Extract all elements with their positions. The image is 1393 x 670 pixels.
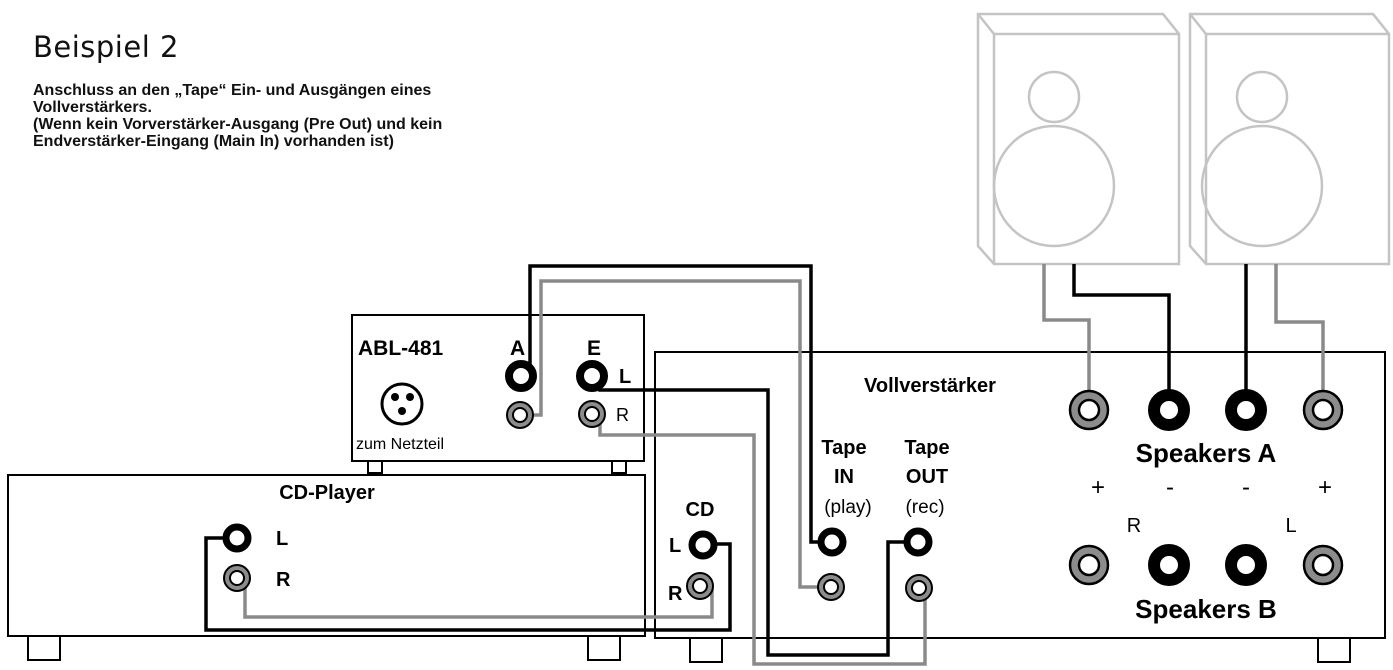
cable-abl-in-right <box>592 412 927 666</box>
speakers-b-terminals <box>1068 544 1344 586</box>
cd-player-right-jack <box>223 564 251 592</box>
tape-in-label-2: IN <box>834 466 854 488</box>
amplifier-name: Vollverstärker <box>864 375 996 397</box>
description-line-2: Vollverstärkers. <box>33 99 152 116</box>
amplifier-box <box>654 351 1386 639</box>
polarity-minus-left: - <box>1242 474 1250 501</box>
abl-in-right-jack <box>578 400 606 428</box>
abl-481-box <box>351 314 645 462</box>
speaker-left-channel <box>1188 12 1391 266</box>
cd-player-left-label: L <box>276 528 288 550</box>
abl-in-label: E <box>587 337 601 360</box>
polarity-minus-right: - <box>1166 474 1174 501</box>
power-label: zum Netzteil <box>356 436 444 453</box>
tape-in-label-3: (play) <box>824 497 872 518</box>
abl-right-label: R <box>616 405 629 425</box>
cable-cd-right <box>237 576 714 619</box>
cd-foot-right <box>587 635 621 661</box>
speaker-right-channel <box>976 12 1181 266</box>
cd-player-box <box>7 474 646 637</box>
abl-left-label: L <box>619 366 631 388</box>
tape-out-right-jack <box>905 574 933 602</box>
speaker-wire-l-plus <box>1274 264 1325 408</box>
speakers-left-channel-label: L <box>1285 515 1296 537</box>
amp-cd-left-label: L <box>669 535 681 557</box>
tape-out-label-3: (rec) <box>905 497 944 518</box>
polarity-plus-right: + <box>1091 474 1105 501</box>
tape-in-left-jack <box>817 527 847 557</box>
abl-out-left-jack <box>505 360 537 392</box>
xlr-power-connector <box>380 382 424 426</box>
page-title: Beispiel 2 <box>33 30 179 64</box>
speaker-wire-r-minus <box>1072 264 1171 408</box>
abl-out-right-jack <box>506 401 534 429</box>
amp-cd-label: CD <box>686 499 715 521</box>
tape-in-right-jack <box>817 573 845 601</box>
tape-out-left-jack <box>903 527 933 557</box>
description: Anschluss an den „Tape“ Ein- und Ausgäng… <box>33 82 703 150</box>
amp-foot-right <box>1317 637 1351 663</box>
description-line-4: Endverstärker-Eingang (Main In) vorhande… <box>33 133 394 150</box>
speakers-a-terminals <box>1068 389 1344 431</box>
cd-player-name: CD-Player <box>279 482 375 504</box>
polarity-plus-left: + <box>1318 474 1332 501</box>
cable-cd-left <box>204 536 732 632</box>
abl-foot-right <box>611 460 627 474</box>
tape-in-label-1: Tape <box>821 437 866 459</box>
abl-name-label: ABL-481 <box>358 337 444 360</box>
cd-foot-left <box>27 635 61 661</box>
speakers-right-channel-label: R <box>1127 515 1141 537</box>
amp-cd-right-label: R <box>668 583 683 605</box>
cd-player-left-jack <box>222 523 252 553</box>
tape-out-label-1: Tape <box>904 437 949 459</box>
amp-cd-right-jack <box>686 572 714 600</box>
speaker-wire-r-plus <box>1042 264 1091 408</box>
abl-foot-left <box>367 460 383 474</box>
speakers-b-label: Speakers B <box>1135 594 1277 624</box>
speakers-a-label: Speakers A <box>1136 438 1277 468</box>
abl-in-left-jack <box>576 360 608 392</box>
tape-out-label-2: OUT <box>906 466 948 488</box>
amp-cd-left-jack <box>688 530 718 560</box>
cable-abl-out-right <box>520 279 830 589</box>
description-line-3: (Wenn kein Vorverstärker-Ausgang (Pre Ou… <box>33 116 443 133</box>
abl-out-label: A <box>510 337 525 360</box>
cd-player-right-label: R <box>276 569 291 591</box>
description-line-1: Anschluss an den „Tape“ Ein- und Ausgäng… <box>33 82 432 99</box>
amp-foot-left <box>689 637 723 663</box>
cable-abl-out-left <box>521 264 830 544</box>
